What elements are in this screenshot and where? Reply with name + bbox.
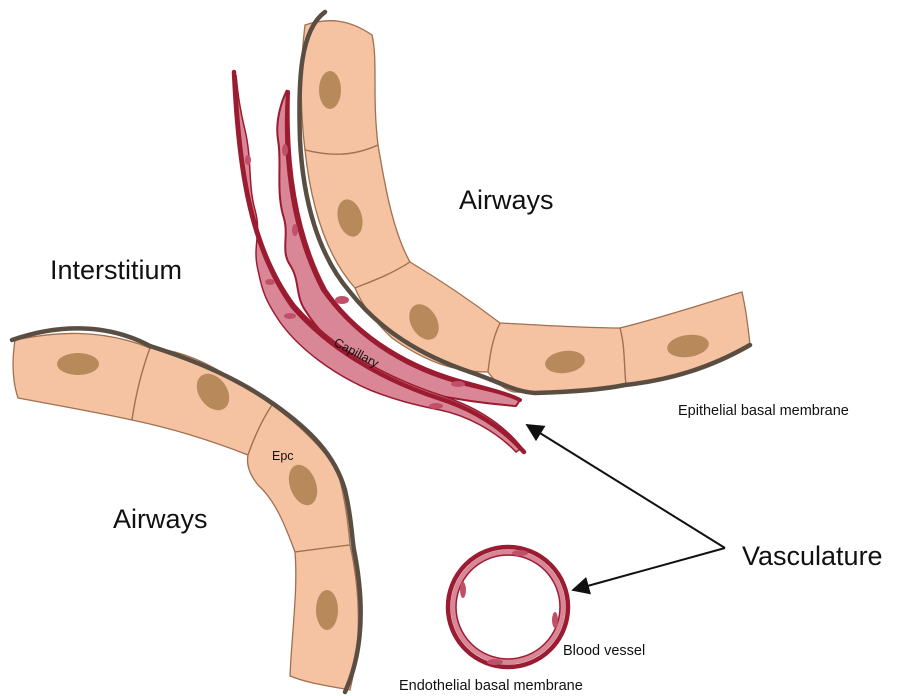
epithelial-cell [13,333,150,420]
capillary-nucleus [245,155,251,165]
capillary-nucleus [451,381,465,387]
vasculature-label: Vasculature [742,541,883,571]
blood-vessel [448,547,568,667]
vessel-nucleus [552,612,558,628]
capillary-nucleus [282,144,288,156]
epithelial-nucleus [57,353,99,375]
airways-top-label: Airways [459,185,554,215]
blood-vessel-inner-wall [456,555,560,659]
epc-label: Epc [272,449,294,463]
capillary-nucleus [265,279,275,285]
capillary-nucleus [335,296,349,304]
arrow-to-capillary [527,425,725,548]
vessel-nucleus [487,659,503,665]
capillary-nucleus [284,313,296,319]
arrow-to-blood-vessel [573,548,725,590]
endothelial-basal-membrane-label: Endothelial basal membrane [399,678,583,694]
capillary-nucleus [429,403,443,409]
vessel-nucleus [460,582,466,598]
blood-vessel-label: Blood vessel [563,643,645,659]
airways-bottom-label: Airways [113,504,208,534]
epithelial-basal-membrane-label: Epithelial basal membrane [678,403,849,419]
capillary-nucleus [292,224,298,236]
interstitium-label: Interstitium [50,255,182,285]
epithelial-nucleus [319,71,341,109]
epithelial-nucleus [316,590,338,630]
vessel-nucleus [512,550,528,556]
vasculature-arrows [527,425,725,590]
